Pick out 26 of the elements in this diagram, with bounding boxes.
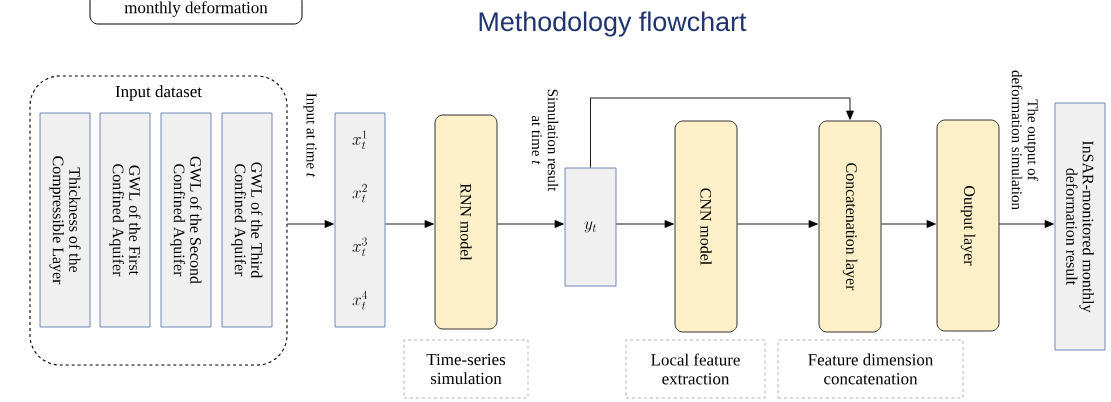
arrow <box>384 220 434 228</box>
result-box: InSAR-monitored monthly deformation result <box>1054 102 1106 351</box>
input-box: GWL of the Third Confined Aquifer <box>221 112 273 328</box>
model-box: RNN model <box>434 114 498 330</box>
layer-box: Output layer <box>936 119 1000 332</box>
input-box: Thickness of the Compressible Layer <box>39 112 91 328</box>
note-box: Time-series simulation <box>403 339 529 399</box>
edge-label: The output of deformation simulation <box>1011 70 1039 210</box>
edge-label: Input at time t <box>303 93 317 178</box>
arrow <box>590 97 854 169</box>
vector-box: $x_t^1$ $x_t^2$ $x_t^3$ $x_t^4$ <box>334 112 386 328</box>
input-box: GWL of the First Confined Aquifer <box>99 112 151 328</box>
arrow <box>615 220 674 228</box>
arrow <box>736 220 818 228</box>
note-box: Feature dimension concatenation <box>777 339 964 399</box>
model-box: CNN model <box>674 120 738 333</box>
arrow <box>998 220 1054 228</box>
title: Methodology flowchart <box>479 11 747 37</box>
rounded-box: monthly deformation <box>89 0 303 25</box>
output-vector-box: $y_t$ <box>564 167 617 287</box>
input-box: GWL of the Second Confined Aquifer <box>160 112 212 328</box>
arrow <box>880 220 936 228</box>
arrow <box>496 220 564 228</box>
arrow <box>287 220 334 228</box>
note-box: Local feature extraction <box>625 339 766 399</box>
layer-box: Concatenation layer <box>818 120 882 333</box>
